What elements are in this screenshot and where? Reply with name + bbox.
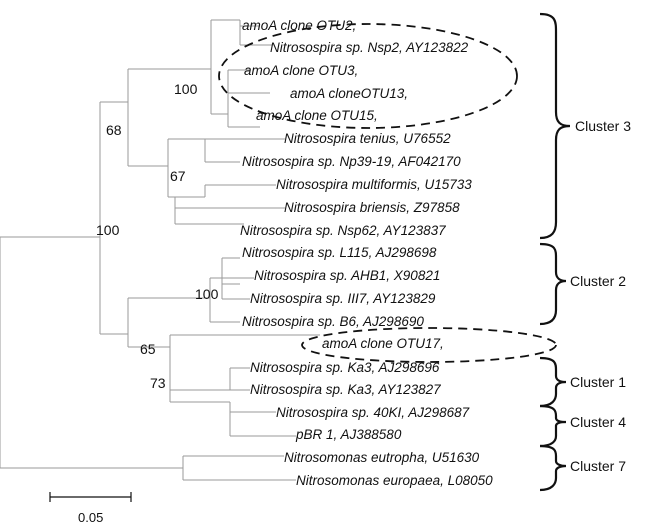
leaf-label: Nitrosospira tenius, U76552 bbox=[284, 131, 451, 146]
leaf-label: Nitrosomonas europaea, L08050 bbox=[296, 473, 493, 488]
leaf-labels: amoA clone OTU2, Nitrosospira sp. Nsp2, … bbox=[240, 18, 493, 488]
scale-bar: 0.05 bbox=[49, 492, 132, 524]
leaf-label: amoA clone OTU3, bbox=[244, 63, 358, 78]
otu-highlight-ellipse bbox=[218, 23, 518, 129]
bootstrap-value: 100 bbox=[195, 286, 219, 302]
leaf-label: Nitrosospira sp. Nsp2, AY123822 bbox=[270, 40, 469, 55]
bootstrap-values: 100 68 67 100 100 65 73 bbox=[96, 81, 219, 391]
cluster-braces bbox=[539, 12, 571, 492]
bootstrap-value: 100 bbox=[96, 222, 120, 238]
cluster-label: Cluster 2 bbox=[570, 273, 626, 289]
leaf-label: Nitrosospira sp. AHB1, X90821 bbox=[254, 268, 440, 283]
cluster-4-brace bbox=[539, 404, 567, 448]
cluster-label: Cluster 1 bbox=[570, 374, 626, 390]
leaf-label: Nitrosospira sp. III7, AY123829 bbox=[250, 291, 436, 306]
bootstrap-value: 100 bbox=[174, 81, 198, 97]
cluster-3-brace bbox=[539, 12, 571, 240]
cluster-label: Cluster 3 bbox=[575, 118, 631, 134]
leaf-label: amoA cloneOTU13, bbox=[290, 86, 408, 101]
leaf-label: amoA clone OTU2, bbox=[242, 18, 356, 33]
cluster-1-brace bbox=[539, 356, 567, 408]
tree-branches bbox=[0, 19, 320, 481]
leaf-label: amoA clone OTU17, bbox=[322, 336, 444, 351]
leaf-label: Nitrosomonas eutropha, U51630 bbox=[284, 450, 480, 465]
leaf-label: Nitrosospira sp. L115, AJ298698 bbox=[242, 245, 437, 260]
leaf-label: Nitrosospira sp. Ka3, AJ298696 bbox=[250, 360, 440, 375]
leaf-label: pBR 1, AJ388580 bbox=[295, 427, 402, 442]
leaf-label: Nitrosospira multiformis, U15733 bbox=[276, 177, 472, 192]
leaf-label: Nitrosospira sp. B6, AJ298690 bbox=[242, 314, 424, 329]
leaf-label: amoA clone OTU15, bbox=[256, 108, 378, 123]
otu17-highlight-ellipse bbox=[301, 327, 557, 363]
leaf-label: Nitrosospira sp. Np39-19, AF042170 bbox=[242, 154, 461, 169]
cluster-7-brace bbox=[539, 444, 567, 492]
bootstrap-value: 67 bbox=[170, 168, 186, 184]
leaf-label: Nitrosospira sp. Ka3, AY123827 bbox=[250, 382, 441, 397]
leaf-label: Nitrosospira briensis, Z97858 bbox=[284, 200, 460, 215]
cluster-label: Cluster 7 bbox=[570, 458, 626, 474]
cluster-label: Cluster 4 bbox=[570, 414, 626, 430]
bootstrap-value: 65 bbox=[140, 341, 156, 357]
leaf-label: Nitrosospira sp. Nsp62, AY123837 bbox=[240, 223, 446, 238]
cluster-2-brace bbox=[539, 242, 567, 326]
bootstrap-value: 73 bbox=[150, 375, 166, 391]
leaf-label: Nitrosospira sp. 40KI, AJ298687 bbox=[276, 405, 470, 420]
scale-bar-label: 0.05 bbox=[78, 510, 103, 524]
bootstrap-value: 68 bbox=[106, 122, 122, 138]
cluster-labels: Cluster 3 Cluster 2 Cluster 1 Cluster 4 … bbox=[570, 118, 631, 474]
